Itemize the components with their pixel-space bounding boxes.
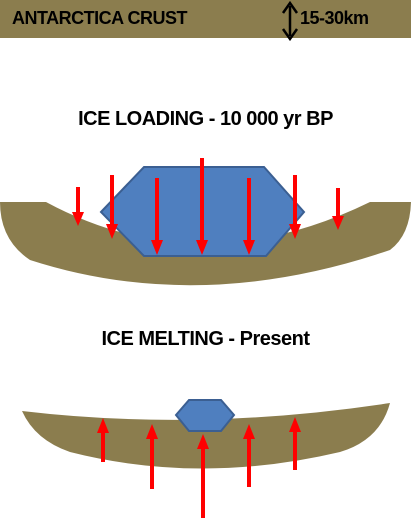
loading-arrows — [72, 158, 344, 255]
crust-header-bar: ANTARCTICA CRUST 15-30km — [0, 0, 411, 38]
small-ice-cap — [174, 399, 236, 432]
loading-arrow-2 — [106, 175, 118, 239]
rebound-arrow-4 — [243, 424, 255, 487]
rebound-arrow-2 — [146, 424, 158, 489]
loading-arrow-5 — [243, 178, 255, 255]
ice-melting-title: ICE MELTING - Present — [101, 328, 310, 350]
loading-arrow-1 — [72, 187, 84, 226]
rebound-arrow-3 — [197, 434, 209, 518]
ice-loading-title: ICE LOADING - 10 000 yr BP — [78, 108, 333, 130]
rebound-arrows — [97, 417, 301, 518]
crust-title: ANTARCTICA CRUST — [12, 8, 187, 28]
loading-arrow-6 — [289, 175, 301, 239]
rebounding-crust — [22, 403, 390, 469]
thickness-double-arrow-icon — [281, 0, 299, 42]
thickness-label: 15-30km — [300, 8, 369, 28]
loading-arrow-4 — [196, 158, 208, 255]
loading-arrow-3 — [151, 178, 163, 255]
rebound-arrow-1 — [97, 418, 109, 462]
rebound-arrow-5 — [289, 417, 301, 470]
loading-arrow-7 — [332, 188, 344, 230]
